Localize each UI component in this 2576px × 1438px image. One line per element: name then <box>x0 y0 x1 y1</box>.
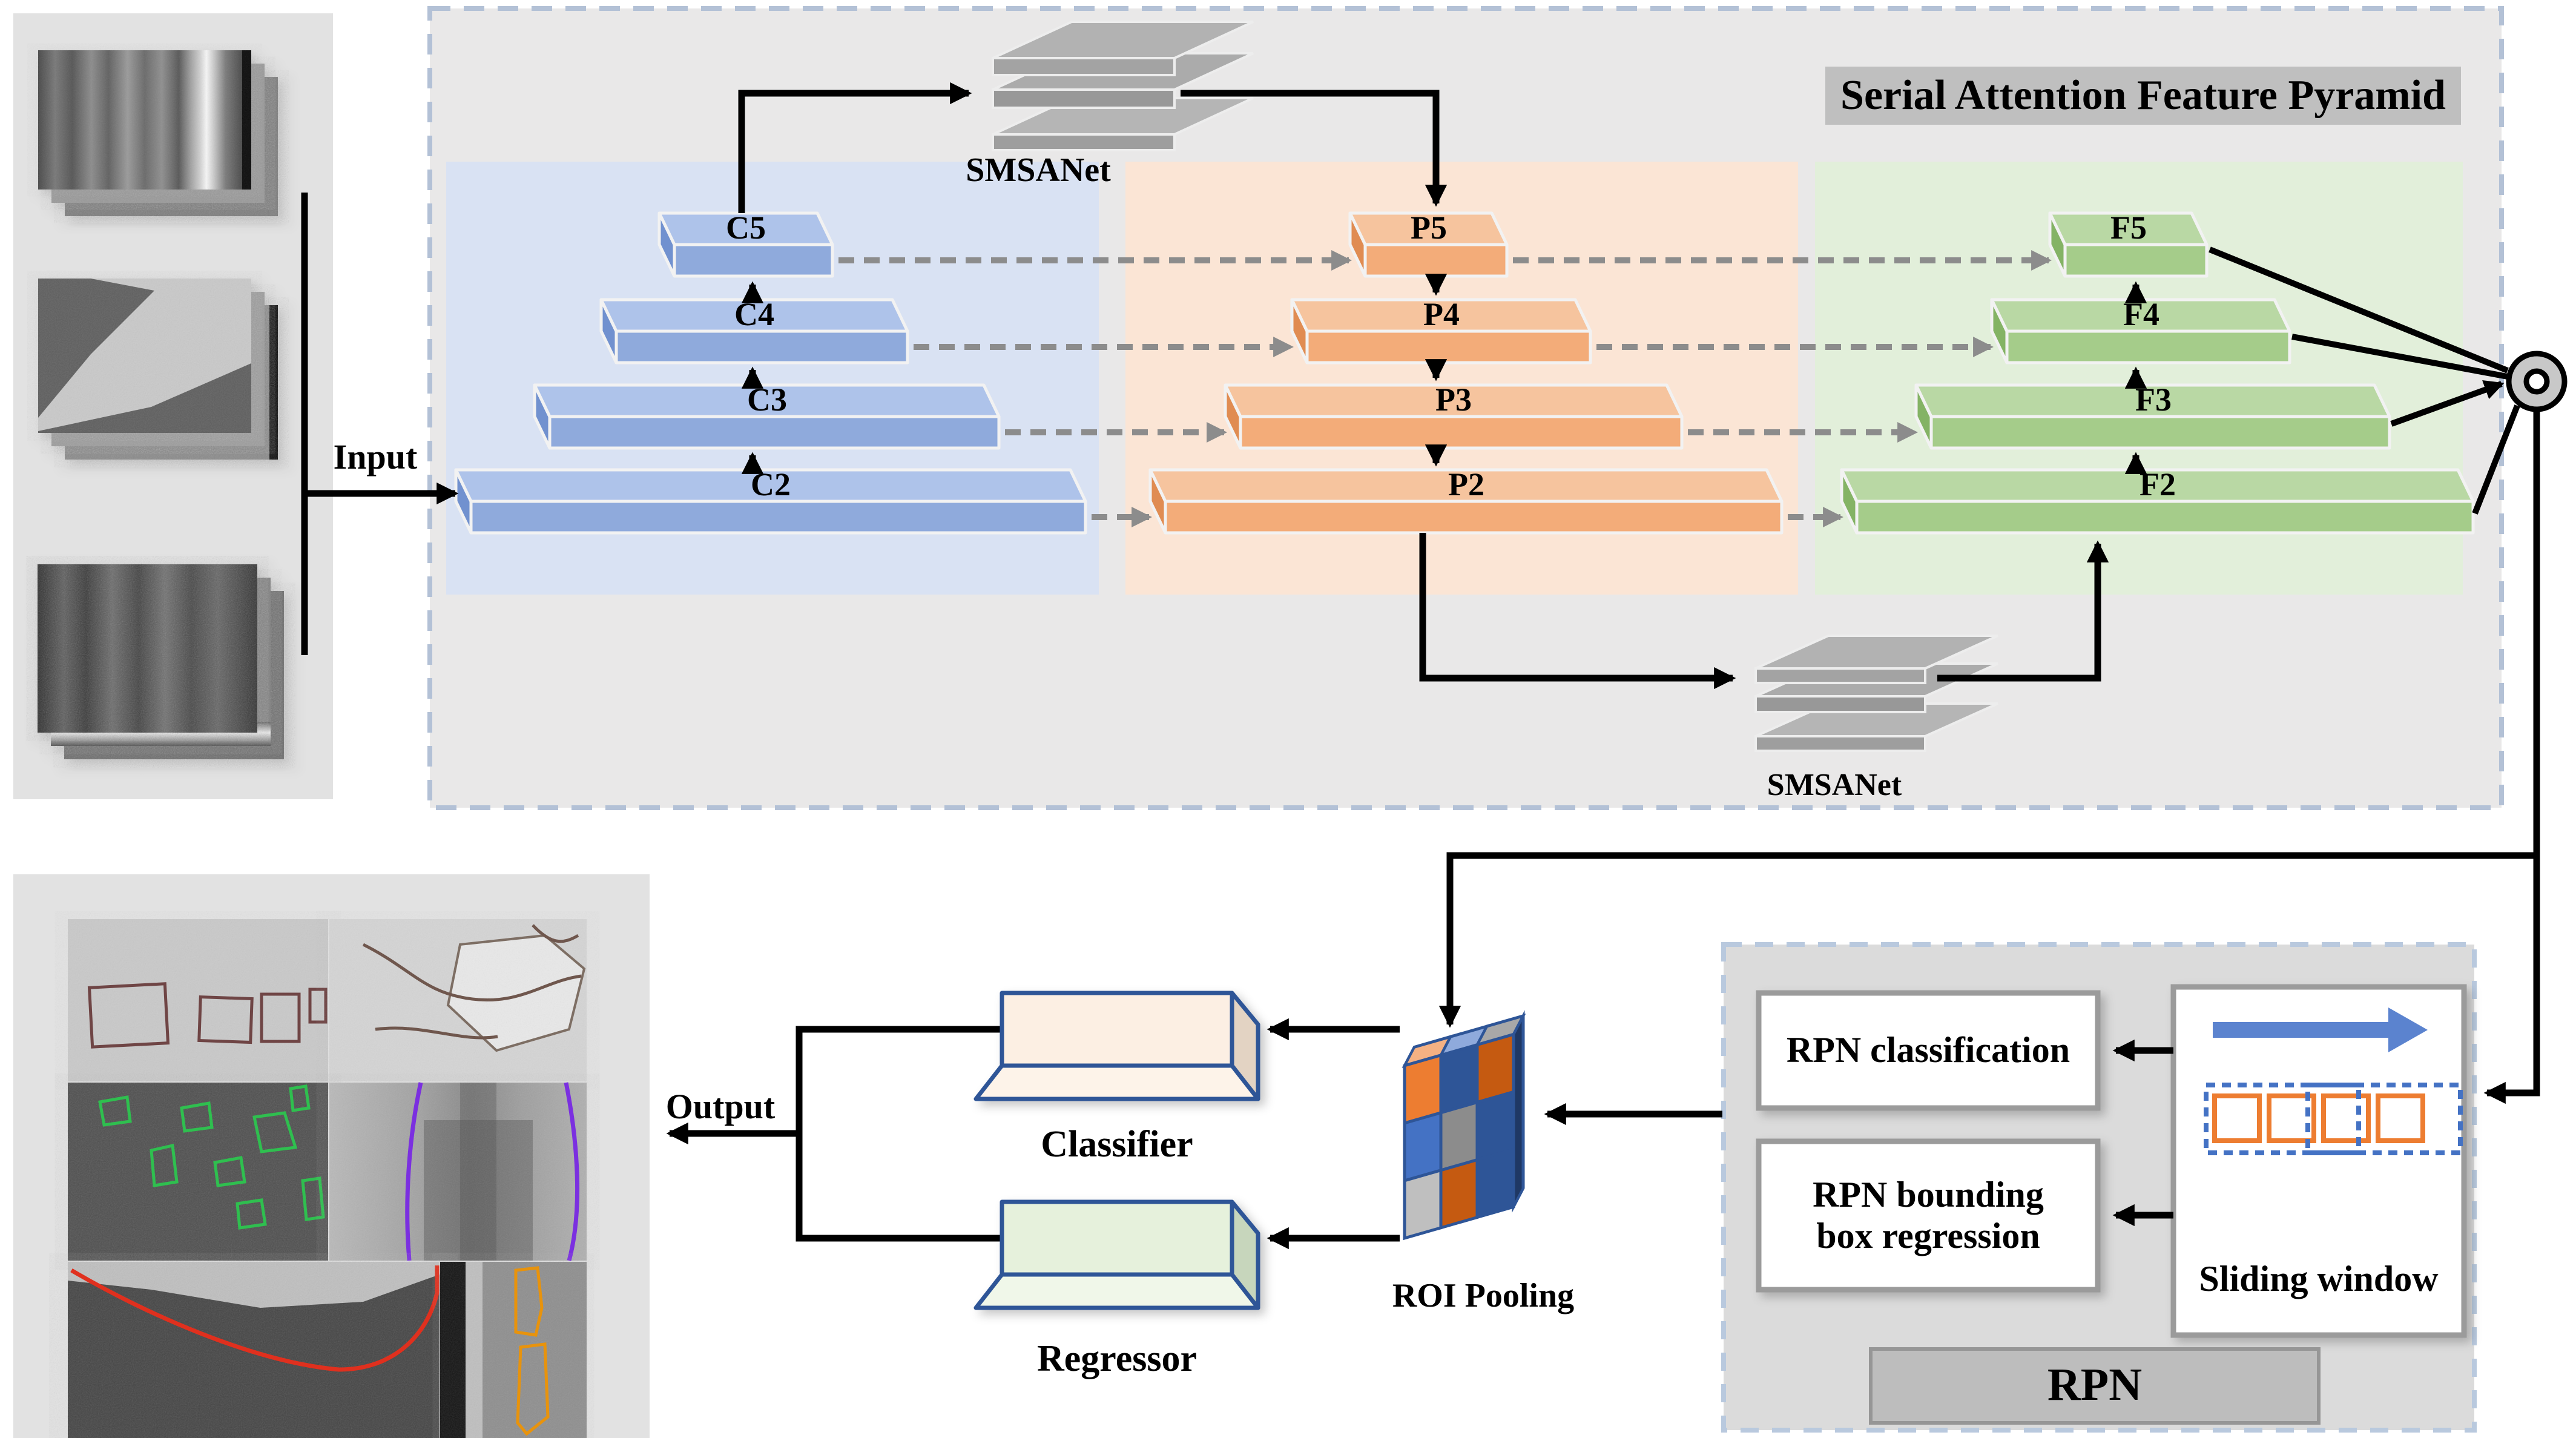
block-p2 <box>1148 468 1784 535</box>
output-tile-orange-defects <box>440 1262 587 1438</box>
f3-to-concat-line <box>2390 380 2505 427</box>
block-p3 <box>1224 383 1684 450</box>
sliding-window-label: Sliding window <box>2199 1259 2439 1299</box>
block-p2-label: P2 <box>1448 466 1484 503</box>
to-rpn-arrow <box>2483 856 2540 1104</box>
block-f5-label: F5 <box>2110 209 2147 246</box>
smsanet-to-f2-arrow <box>1937 540 2109 682</box>
p2-to-smsanet-arrow <box>1419 533 1736 690</box>
block-c2-label: C2 <box>751 466 791 503</box>
block-c4-label: C4 <box>734 295 774 332</box>
output-collage <box>68 919 587 1438</box>
block-p4 <box>1290 298 1592 364</box>
smsanet-bottom-label: SMSANet <box>1767 767 1902 802</box>
c5-to-smsanet-arrow <box>738 82 972 213</box>
output-tile-red-contour <box>68 1262 440 1438</box>
regressor-label: Regressor <box>1037 1338 1197 1380</box>
sliding-window-box <box>2170 984 2467 1338</box>
classifier-label: Classifier <box>1041 1124 1193 1166</box>
to-roi-pooling-arrow <box>1438 852 2537 1028</box>
block-c4 <box>599 298 909 364</box>
input-label: Input <box>333 437 418 477</box>
f5-to-concat-line <box>2209 246 2509 374</box>
rpn-classification-label: RPN classification <box>1786 1030 2070 1070</box>
input-image-stack-3 <box>38 564 284 759</box>
smsanet-bottom-stack <box>1754 635 1998 752</box>
concat-circle-icon <box>2506 351 2568 412</box>
output-tile-crack <box>329 919 587 1081</box>
classifier-box <box>973 991 1260 1101</box>
input-image-stack-2 <box>38 279 278 460</box>
block-c5 <box>657 211 834 278</box>
output-tile-purple-lines <box>329 1082 587 1261</box>
block-p3-label: P3 <box>1435 381 1472 418</box>
block-f2-label: F2 <box>2140 466 2176 503</box>
rpn-title-box <box>1869 1347 2321 1425</box>
block-p5 <box>1348 211 1509 278</box>
block-f4 <box>1990 298 2291 364</box>
block-f3 <box>1914 383 2391 450</box>
block-c2 <box>454 468 1087 535</box>
block-c5-label: C5 <box>726 209 766 246</box>
block-c3-label: C3 <box>747 381 787 418</box>
output-label: Output <box>665 1086 776 1126</box>
input-image-stack-1 <box>38 50 278 216</box>
blue-right-arrow-icon <box>2213 1008 2428 1052</box>
block-f5 <box>2048 211 2209 278</box>
flow-arrows <box>301 82 2540 1250</box>
rpn-bbox-regression-label: RPN bounding box regression <box>1813 1175 2044 1256</box>
title-box <box>1825 67 2461 125</box>
rpn-bbox-regression-box <box>1756 1138 2101 1293</box>
f4-to-concat-line <box>2291 334 2508 380</box>
rpn-classification-box <box>1756 990 2101 1111</box>
smsanet-top-stack <box>992 21 1254 151</box>
block-f2 <box>1840 468 2475 535</box>
block-p5-label: P5 <box>1411 209 1447 246</box>
smsanet-top-label: SMSANet <box>966 151 1111 189</box>
block-f4-label: F4 <box>2123 295 2159 332</box>
rpn-title-label: RPN <box>2047 1359 2143 1411</box>
roi-pooling-label: ROI Pooling <box>1392 1276 1575 1314</box>
output-bracket-line <box>796 1026 1002 1242</box>
lateral-connections <box>838 249 2052 528</box>
output-tile-scratch-boxes <box>68 919 328 1081</box>
anchor-boxes-icon <box>2204 1083 2463 1155</box>
smsanet-to-p5-arrow <box>1181 90 1448 207</box>
regressor-box <box>973 1199 1260 1310</box>
roi-pooling-grid <box>1402 1010 1526 1241</box>
figure-title: Serial Attention Feature Pyramid <box>1840 71 2446 119</box>
block-p4-label: P4 <box>1423 295 1460 332</box>
block-c3 <box>533 383 1001 450</box>
output-tile-green-defects <box>68 1083 328 1261</box>
f2-to-concat-line <box>2472 404 2520 515</box>
block-f3-label: F3 <box>2135 381 2172 418</box>
